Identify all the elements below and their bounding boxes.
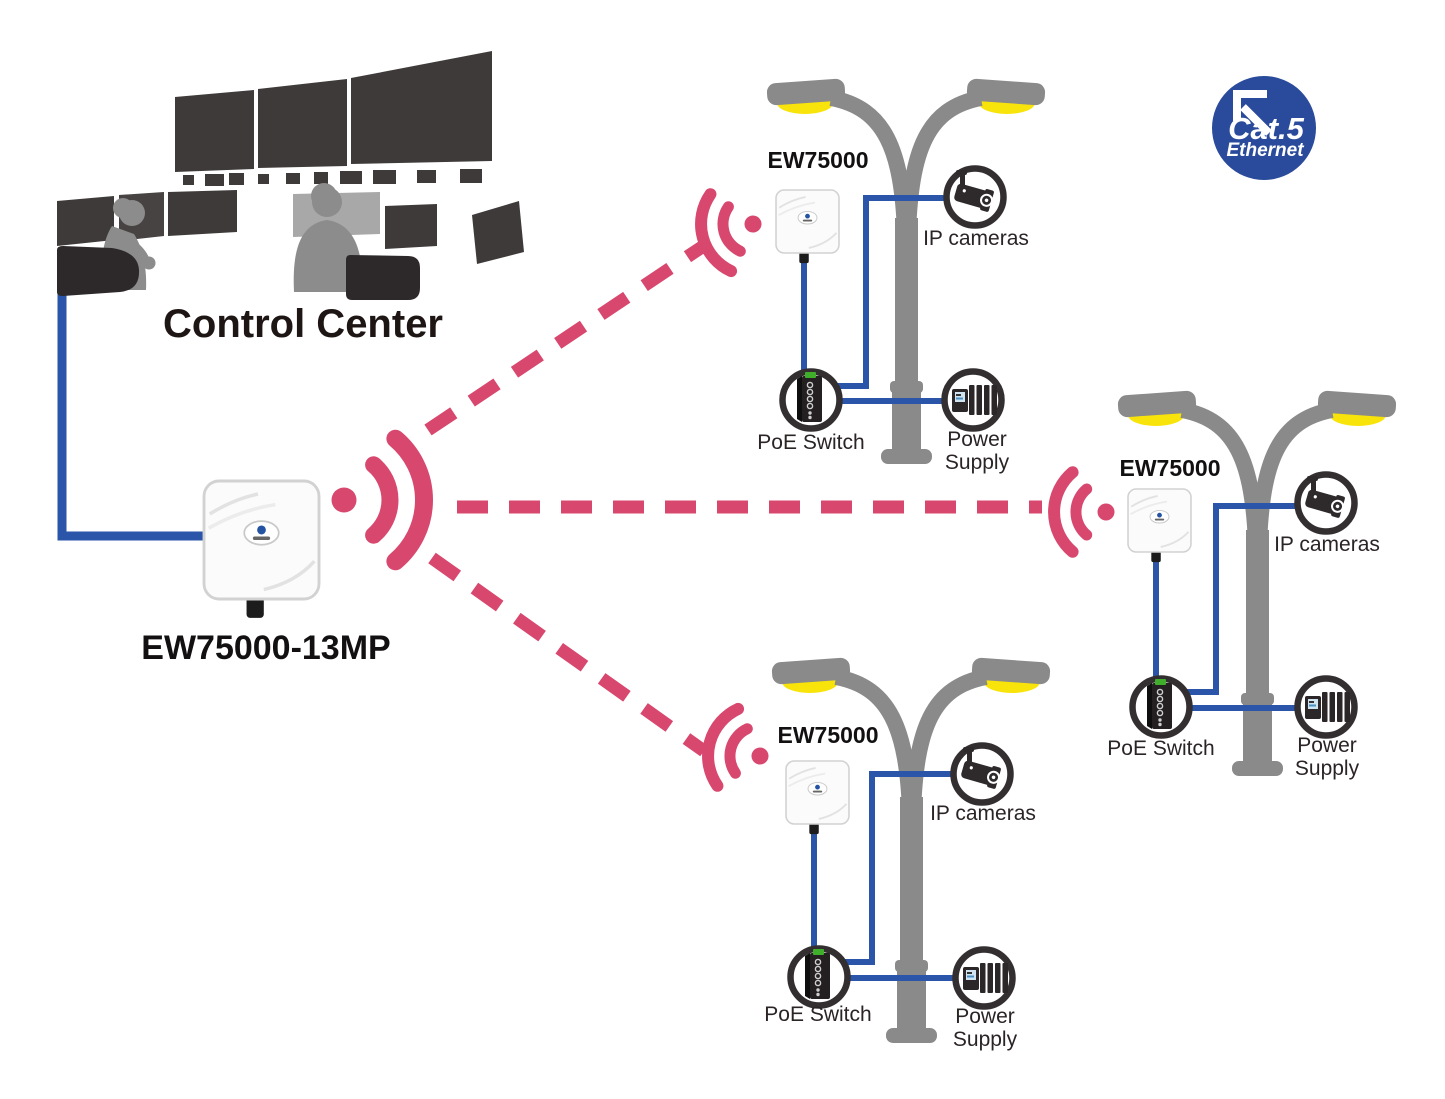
pole-ap-device-bottom xyxy=(785,760,850,836)
pole-right-switch-label: PoE Switch xyxy=(1107,737,1215,760)
operator-right-silhouette xyxy=(293,183,363,292)
pole-top-camera-label: IP cameras xyxy=(923,227,1029,250)
badge-cat5-label: Cat.5 xyxy=(1228,111,1304,146)
central-ap-model-label: EW75000-13MP xyxy=(141,629,391,667)
poe-switch-icon xyxy=(791,949,848,1006)
power-label-line2: Supply xyxy=(1294,757,1360,780)
wifi-transmitter-icon xyxy=(331,429,433,571)
power-label-line1: Power xyxy=(1297,734,1357,757)
power-supply-icon xyxy=(945,372,1002,429)
pole-ap-device-top xyxy=(775,189,840,265)
operator-chairs xyxy=(57,246,420,300)
central-ap-device xyxy=(202,479,321,620)
pole-bottom-switch-label: PoE Switch xyxy=(764,1003,872,1026)
power-label-line2: Supply xyxy=(952,1028,1018,1051)
cat5-ethernet-badge xyxy=(1212,76,1316,180)
pole-bottom-ap-label: EW75000 xyxy=(777,722,879,748)
pole-right-power-label: Power Supply xyxy=(1295,734,1359,780)
control-center-label: Control Center xyxy=(163,302,443,346)
wifi-receiver-icon-right xyxy=(1054,472,1114,552)
pole-right-camera-label: IP cameras xyxy=(1274,533,1380,556)
pole-ap-device-right xyxy=(1127,488,1192,564)
power-label-line1: Power xyxy=(955,1005,1015,1028)
power-label-line1: Power xyxy=(947,428,1007,451)
video-wall xyxy=(175,51,492,186)
ip-camera-icon xyxy=(947,169,1004,226)
ip-camera-icon xyxy=(954,746,1011,803)
badge-ethernet-label: Ethernet xyxy=(1226,140,1304,161)
pole-top-switch-label: PoE Switch xyxy=(757,431,865,454)
pole-bottom-power-label: Power Supply xyxy=(953,1005,1017,1051)
ethernet-cables xyxy=(801,195,1300,981)
power-supply-icon xyxy=(1298,679,1355,736)
poe-switch-icon xyxy=(783,372,840,429)
ip-camera-icon xyxy=(1298,475,1355,532)
control-center-to-ap-cable xyxy=(57,254,206,541)
pole-right-ap-label: EW75000 xyxy=(1119,455,1221,481)
wifi-receiver-icon-top xyxy=(693,183,772,276)
poe-switch-icon xyxy=(1133,679,1190,736)
cable-camera-to-switch-bottom xyxy=(835,771,955,965)
up-left-arrow-icon xyxy=(1233,90,1272,136)
pole-bottom-camera-label: IP cameras xyxy=(930,802,1036,825)
wifi-receiver-icon-bottom xyxy=(700,704,779,797)
wireless-links xyxy=(424,241,1042,757)
wireless-link-bottom xyxy=(428,552,708,757)
cable-camera-to-switch-top xyxy=(830,195,947,389)
control-center-illustration xyxy=(57,51,524,300)
wireless-link-top xyxy=(424,241,706,436)
pole-top-ap-label: EW75000 xyxy=(767,147,869,173)
cable-camera-to-switch-right xyxy=(1175,503,1300,695)
pole-top-power-label: Power Supply xyxy=(945,428,1009,474)
power-supply-icon xyxy=(956,950,1013,1007)
power-label-line2: Supply xyxy=(944,451,1010,474)
